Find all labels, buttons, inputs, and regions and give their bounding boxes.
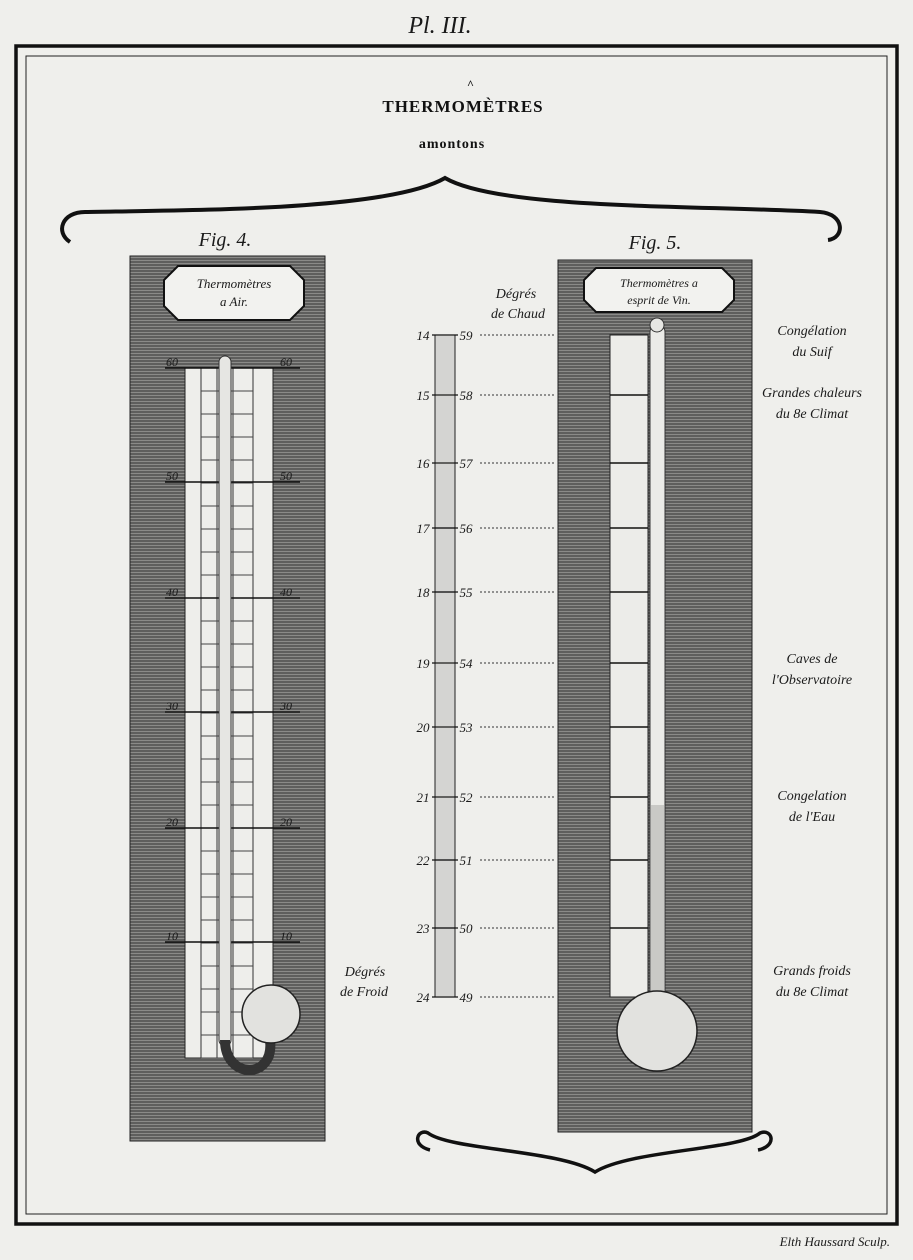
fig4-tick-left: 50 (166, 469, 178, 483)
cold-degree-label: 24 (417, 990, 431, 1005)
fig4-plate-line1: Thermomètres (197, 276, 272, 291)
heat-degree-label: 56 (460, 521, 474, 536)
heat-degree-label: 49 (460, 990, 474, 1005)
heat-degree-label: 55 (460, 585, 474, 600)
engraver-credit: Elth Haussard Sculp. (779, 1234, 890, 1249)
annotation-line2: du 8e Climat (776, 985, 849, 1000)
outer-border (14, 44, 899, 1226)
fig4-label: Fig. 4. (198, 229, 252, 251)
heat-degree-label: 54 (460, 656, 474, 671)
heat-degree-label: 57 (460, 456, 474, 471)
cold-degree-label: 14 (417, 328, 431, 343)
cold-degree-label: 18 (417, 585, 431, 600)
annotation-line1: Grandes chaleurs (762, 386, 862, 401)
cold-degree-label: 16 (417, 456, 431, 471)
fig4-tick-right: 50 (280, 469, 292, 483)
cold-label-1: Dégrés (344, 965, 386, 980)
fig5-label: Fig. 5. (628, 232, 682, 254)
annotation-line1: Congelation (777, 789, 846, 804)
center-scale-bar (434, 334, 456, 998)
fig5-scale (609, 334, 649, 998)
fig4-tick-right: 10 (280, 929, 292, 943)
cold-degree-label: 22 (417, 853, 431, 868)
subtitle: amontons (419, 137, 485, 152)
heat-degree-label: 59 (460, 328, 474, 343)
plate-number: Pl. III. (407, 13, 471, 39)
fig4-tube-bend (220, 1039, 276, 1075)
fig4-tick-right: 20 (280, 815, 292, 829)
heat-degree-label: 52 (460, 790, 474, 805)
fig4-tick-left: 40 (166, 585, 178, 599)
heat-degree-label: 51 (460, 853, 473, 868)
annotation-line2: du Suif (792, 345, 833, 360)
cold-degree-label: 17 (417, 521, 431, 536)
annotation-line1: Caves de (787, 652, 838, 667)
fig4-tick-left: 30 (165, 699, 178, 713)
fig4-tube (218, 355, 232, 1047)
fig4-bulb (241, 984, 301, 1044)
cold-degree-label: 20 (417, 720, 431, 735)
fig5-plate-line2: esprit de Vin. (627, 293, 690, 307)
heat-label-1: Dégrés (495, 287, 537, 302)
fig5-spirit-column (651, 805, 664, 1005)
fig5-bulb (616, 990, 698, 1072)
annotation-line2: de l'Eau (789, 810, 835, 825)
heat-degree-label: 58 (460, 388, 474, 403)
fig4-tick-left: 60 (166, 355, 178, 369)
cold-degree-label: 21 (417, 790, 430, 805)
fig4-plate-line2: a Air. (220, 294, 248, 309)
title-accent: ^ (467, 77, 475, 91)
heat-degree-label: 50 (460, 921, 474, 936)
top-flourish (60, 175, 842, 244)
cold-label-2: de Froid (340, 985, 389, 1000)
cold-degree-label: 15 (417, 388, 431, 403)
annotation-line1: Congélation (777, 324, 846, 339)
heat-label-2: de Chaud (491, 307, 546, 322)
fig4-tick-right: 40 (280, 585, 292, 599)
fig4-plate (163, 265, 305, 321)
title: THERMOMÈTRES (382, 97, 543, 116)
fig4-tick-right: 60 (280, 355, 292, 369)
fig5-tube-top (649, 317, 665, 333)
fig5-plate (583, 267, 735, 313)
cold-degree-label: 23 (417, 921, 431, 936)
annotation-line2: du 8e Climat (776, 407, 849, 422)
annotation-line1: Grands froids (773, 964, 851, 979)
cold-degree-label: 19 (417, 656, 431, 671)
fig4-tick-left: 20 (166, 815, 178, 829)
fig5-plate-line1: Thermomètres a (620, 276, 698, 290)
fig4-tick-left: 10 (166, 929, 178, 943)
bottom-flourish (416, 1130, 773, 1175)
annotation-line2: l'Observatoire (772, 673, 852, 688)
fig4-tick-right: 30 (279, 699, 292, 713)
heat-degree-label: 53 (460, 720, 474, 735)
inner-border (25, 55, 888, 1215)
